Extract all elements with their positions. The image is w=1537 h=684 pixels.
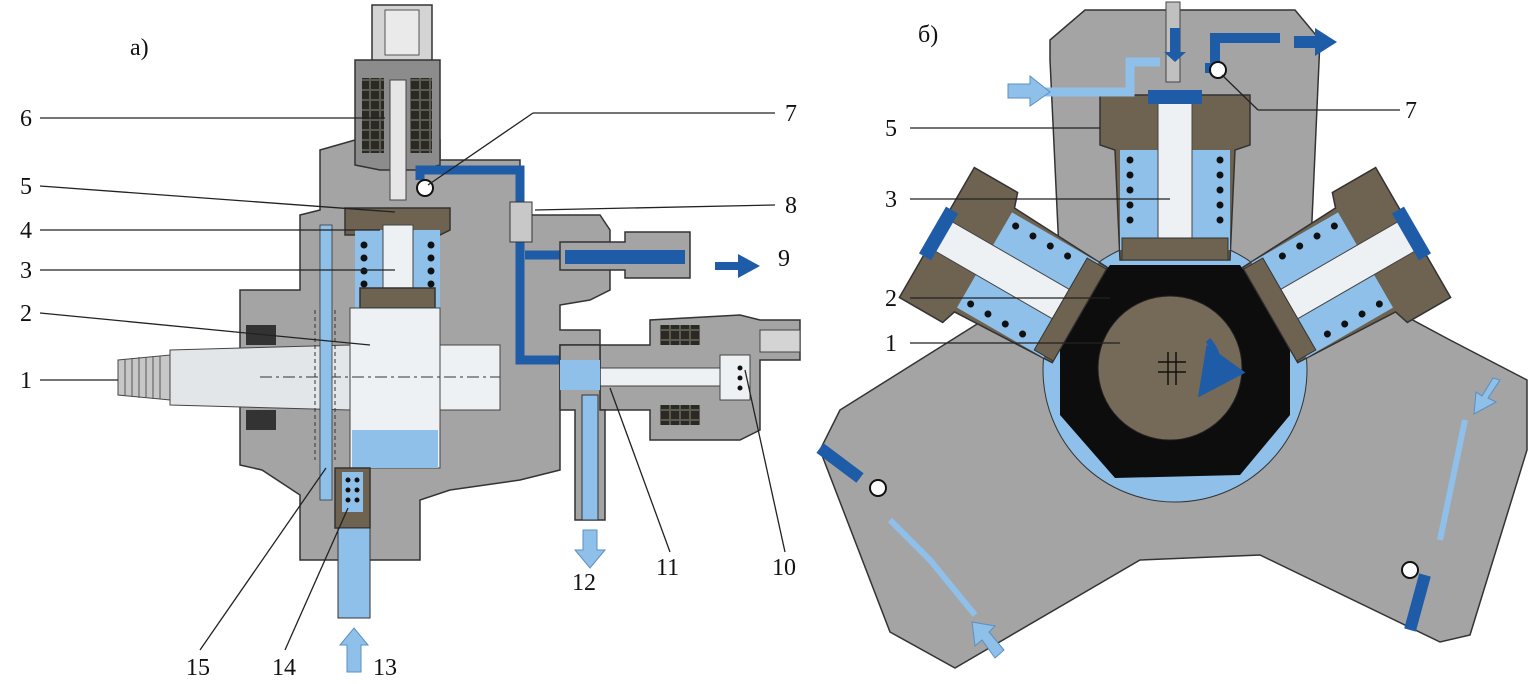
- leader-lines-a: [39, 112, 786, 651]
- ball-valve-icon: [869, 479, 887, 497]
- check-valve-8: [509, 201, 533, 243]
- flow-arrow-icon: [1294, 28, 1337, 56]
- drive-shaft-b: [1097, 295, 1243, 441]
- label-a-8: 8: [785, 193, 797, 219]
- flow-arrow-icon: [715, 254, 760, 278]
- shaft-thread-a: [117, 354, 171, 401]
- rotation-arrow-icon: [1197, 338, 1246, 398]
- ball-valve-icon: [1209, 61, 1227, 79]
- solenoid-coil-right: [410, 78, 432, 153]
- panel-b-title: б): [918, 22, 938, 48]
- label-b-1: 1: [885, 331, 897, 357]
- pump-element-b-right: [1241, 166, 1452, 364]
- label-b-3: 3: [885, 187, 897, 213]
- solenoid-coil-left: [362, 78, 384, 153]
- label-b-7: 7: [1405, 98, 1417, 124]
- label-a-4: 4: [20, 218, 32, 244]
- shaft-seal-bottom: [246, 410, 276, 430]
- flow-arrow-icon: [338, 627, 370, 673]
- inlet-pipe-13: [337, 527, 371, 619]
- label-a-9: 9: [778, 246, 790, 272]
- flow-arrow-icon: [1164, 28, 1186, 62]
- label-a-11: 11: [656, 555, 679, 581]
- supply-channel-a: [319, 224, 333, 501]
- plunger-foot-a: [359, 287, 436, 309]
- flow-arrow-icon: [573, 529, 607, 569]
- label-a-7: 7: [785, 101, 797, 127]
- plunger-spring-a: [360, 241, 435, 288]
- panel-b: б): [816, 1, 1528, 669]
- label-a-1: 1: [20, 368, 32, 394]
- label-a-14: 14: [272, 655, 296, 681]
- plunger-b-top: [1157, 99, 1193, 241]
- panel-a: а): [20, 4, 801, 681]
- panel-a-title: а): [130, 35, 149, 61]
- plunger-spring-b-top: [1126, 156, 1224, 224]
- label-b-2: 2: [885, 286, 897, 312]
- label-b-5: 5: [885, 116, 897, 142]
- label-a-5: 5: [20, 174, 32, 200]
- plunger-a: [382, 224, 414, 296]
- pump-element-b-left: [898, 166, 1109, 364]
- label-a-12: 12: [572, 570, 596, 596]
- flow-arrow-icon: [971, 621, 1005, 659]
- label-a-15: 15: [186, 655, 210, 681]
- flow-arrow-icon: [1007, 74, 1051, 107]
- label-a-13: 13: [373, 655, 397, 681]
- flow-arrow-icon: [1473, 377, 1501, 415]
- leader-lines-b: [910, 74, 1400, 344]
- label-a-2: 2: [20, 301, 32, 327]
- ball-valve-icon: [1401, 561, 1419, 579]
- ball-valve-icon: [416, 179, 434, 197]
- label-a-3: 3: [20, 258, 32, 284]
- label-a-10: 10: [772, 555, 796, 581]
- label-a-6: 6: [20, 106, 32, 132]
